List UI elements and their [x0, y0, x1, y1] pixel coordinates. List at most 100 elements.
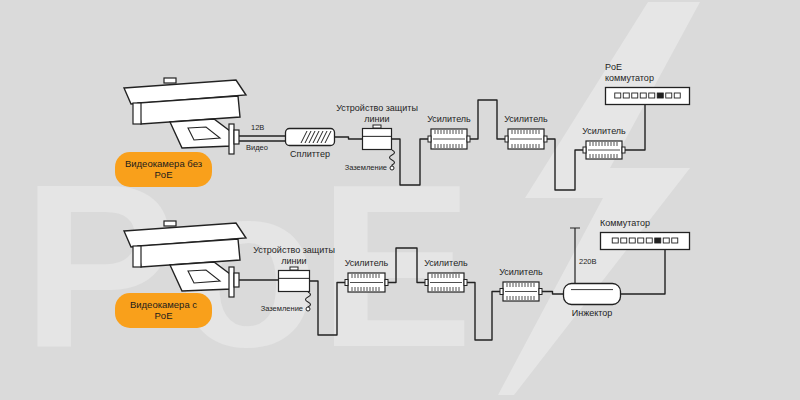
camera-no-poe	[124, 78, 246, 154]
cable-connector	[392, 139, 428, 185]
camera-badge: Видеокамера без PoE	[115, 152, 212, 187]
amp-shape	[425, 272, 467, 293]
amplifier-port	[544, 136, 547, 142]
injector-seam	[571, 289, 613, 290]
amplifier-port	[622, 147, 625, 153]
amplifier-port	[500, 289, 503, 295]
amplifier-line	[350, 282, 383, 283]
device-label: Сплиттер	[290, 149, 330, 160]
splitter-hatch	[301, 131, 331, 143]
device-label: Усилитель	[424, 258, 468, 269]
amplifier-port	[385, 280, 388, 286]
amplifier-box: Усилитель	[500, 281, 542, 302]
amplifier-port	[583, 147, 586, 153]
amplifier-body	[508, 129, 544, 149]
ground-wire	[390, 150, 395, 166]
amplifier-port	[539, 289, 542, 295]
amplifier-port	[464, 280, 467, 286]
device-label: Усилитель	[427, 114, 471, 125]
mains-feed	[570, 228, 580, 283]
amp-shape	[505, 128, 547, 150]
device-label: PoE коммутатор	[605, 62, 667, 84]
device-label: Устройство защиты линии	[252, 245, 336, 267]
cable-connector	[547, 139, 583, 190]
injector-body	[564, 284, 621, 305]
amplifier-box: Усилитель	[583, 140, 625, 160]
line-protection-box: Устройство защиты линии	[278, 270, 310, 292]
amplifier-box: Усилитель	[425, 272, 467, 293]
switch-ports	[612, 238, 678, 243]
ground-label: Заземление	[261, 305, 303, 313]
amp-shape	[428, 128, 470, 150]
amplifier-box: Усилитель	[345, 272, 388, 293]
device-label: Инжектор	[572, 308, 613, 319]
cable-connector	[388, 248, 425, 283]
splitter-box: Сплиттер	[285, 128, 335, 146]
amplifier-port	[505, 136, 508, 142]
amplifier-port	[428, 136, 431, 142]
amplifier-line	[430, 282, 462, 283]
badge-text: Видеокамера без PoE	[123, 158, 204, 181]
protector-body	[279, 271, 310, 292]
network-switch: Коммутатор	[600, 232, 690, 250]
switch-ports	[615, 93, 681, 98]
voltage-label: 12В	[251, 124, 264, 132]
camera-badge: Видеокамера с PoE	[115, 293, 212, 328]
cable-connector	[542, 292, 563, 295]
switch-shape	[605, 87, 690, 105]
amplifier-body	[348, 273, 385, 292]
camera-poe	[124, 221, 246, 297]
injector-shape	[563, 283, 621, 305]
device-label: Усилитель	[504, 114, 548, 125]
switch-body	[606, 88, 690, 105]
switch-body	[601, 233, 690, 250]
ground-label: Заземление	[345, 164, 387, 172]
lightning-watermark	[498, 2, 700, 395]
cable-connector	[621, 250, 665, 294]
device-label: Усилитель	[499, 267, 543, 278]
badge-text: Видеокамера с PoE	[123, 299, 204, 322]
cable-connector	[310, 281, 345, 335]
signal-label: Видео	[246, 144, 268, 152]
amplifier-line	[433, 139, 465, 140]
device-label: Усилитель	[582, 126, 626, 137]
cable-connector	[467, 283, 500, 341]
protector-tab	[373, 125, 381, 128]
protector-tab	[290, 267, 298, 270]
protector-seam	[279, 278, 310, 279]
ground-terminal	[390, 166, 394, 170]
power-wire	[239, 135, 285, 136]
amp-shape	[500, 281, 542, 302]
ground-wire	[306, 292, 311, 307]
amp-shape	[345, 272, 388, 293]
amplifier-line	[588, 150, 620, 151]
cable-connector	[470, 100, 505, 139]
cable-connector	[625, 105, 645, 150]
amplifier-box: Усилитель	[428, 128, 470, 150]
amplifier-body	[431, 129, 467, 149]
line-protection-box: Устройство защиты линии	[362, 128, 392, 150]
protector-seam	[363, 136, 392, 137]
video-wire	[239, 140, 285, 141]
amplifier-box: Усилитель	[505, 128, 547, 150]
device-label: Устройство защиты линии	[335, 103, 419, 125]
camera-cable	[239, 279, 278, 280]
cable-connector	[335, 137, 362, 139]
amplifier-line	[505, 291, 537, 292]
switch-shape	[600, 232, 690, 250]
device-label: Коммутатор	[600, 218, 650, 229]
ground-terminal	[306, 307, 310, 311]
amplifier-port	[345, 280, 348, 286]
amplifier-body	[503, 282, 539, 301]
amplifier-line	[510, 139, 542, 140]
injector-box: Инжектор	[563, 283, 621, 305]
protect-shape	[362, 128, 392, 150]
amplifier-port	[467, 136, 470, 142]
network-switch: PoE коммутатор	[605, 87, 690, 105]
protector-body	[363, 129, 392, 150]
device-label: Усилитель	[345, 258, 389, 269]
protect-shape	[278, 270, 310, 292]
